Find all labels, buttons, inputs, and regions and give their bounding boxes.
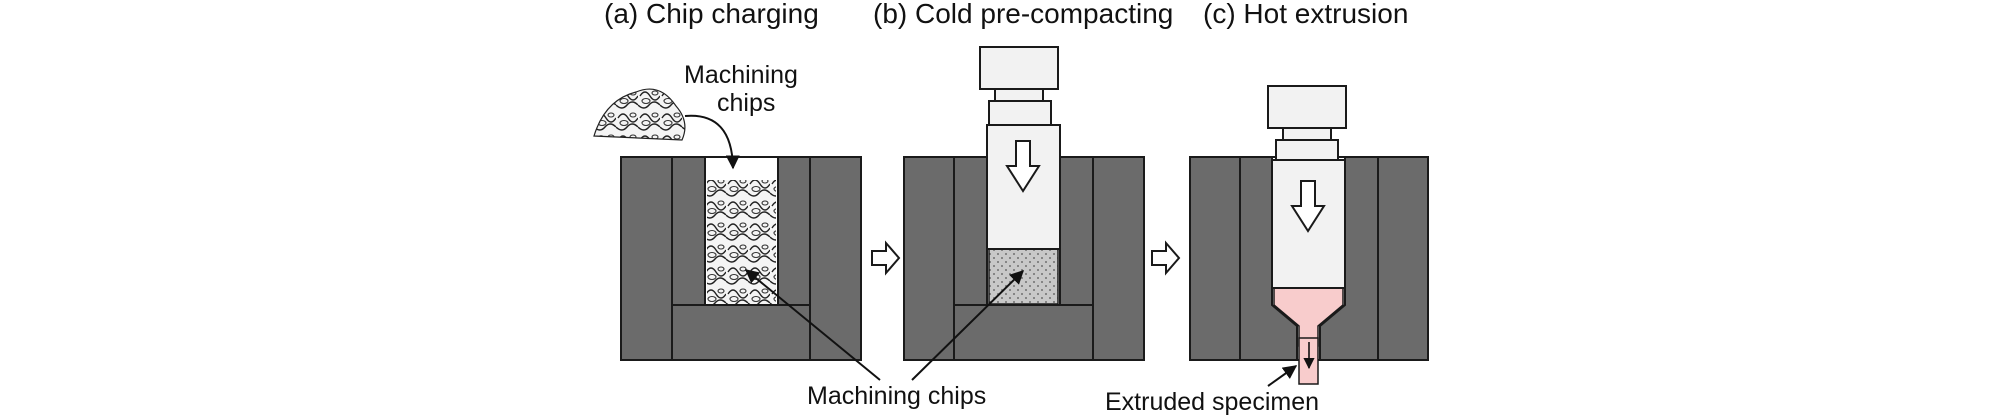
chips-in-cavity <box>707 180 776 304</box>
chip-pour-arrow <box>684 114 740 170</box>
leader-line-chips-a <box>744 269 881 381</box>
machining-chips-label-line1: Machining <box>684 61 798 89</box>
process-arrow-b-c <box>1151 240 1181 276</box>
title-cold-pre-compacting: (b) Cold pre-compacting <box>873 0 1174 29</box>
extruded-specimen-label: Extruded specimen <box>1105 388 1320 416</box>
title-hot-extrusion: (c) Hot extrusion <box>1203 0 1409 29</box>
process-arrow-a-b <box>871 240 901 276</box>
down-arrow-b <box>1005 140 1041 193</box>
leader-line-specimen <box>1267 365 1298 387</box>
machining-chips-bottom-label: Machining chips <box>807 382 987 410</box>
leader-line-chips-b <box>911 270 1024 381</box>
punch-c <box>1267 85 1347 289</box>
compacted-chips <box>988 248 1059 305</box>
punch-b <box>979 46 1061 250</box>
machining-chips-label-line2: chips <box>717 89 776 117</box>
die-assembly-a <box>620 156 862 361</box>
down-arrow-c <box>1290 180 1326 233</box>
title-chip-charging: (a) Chip charging <box>604 0 819 29</box>
chip-pile <box>593 88 686 141</box>
